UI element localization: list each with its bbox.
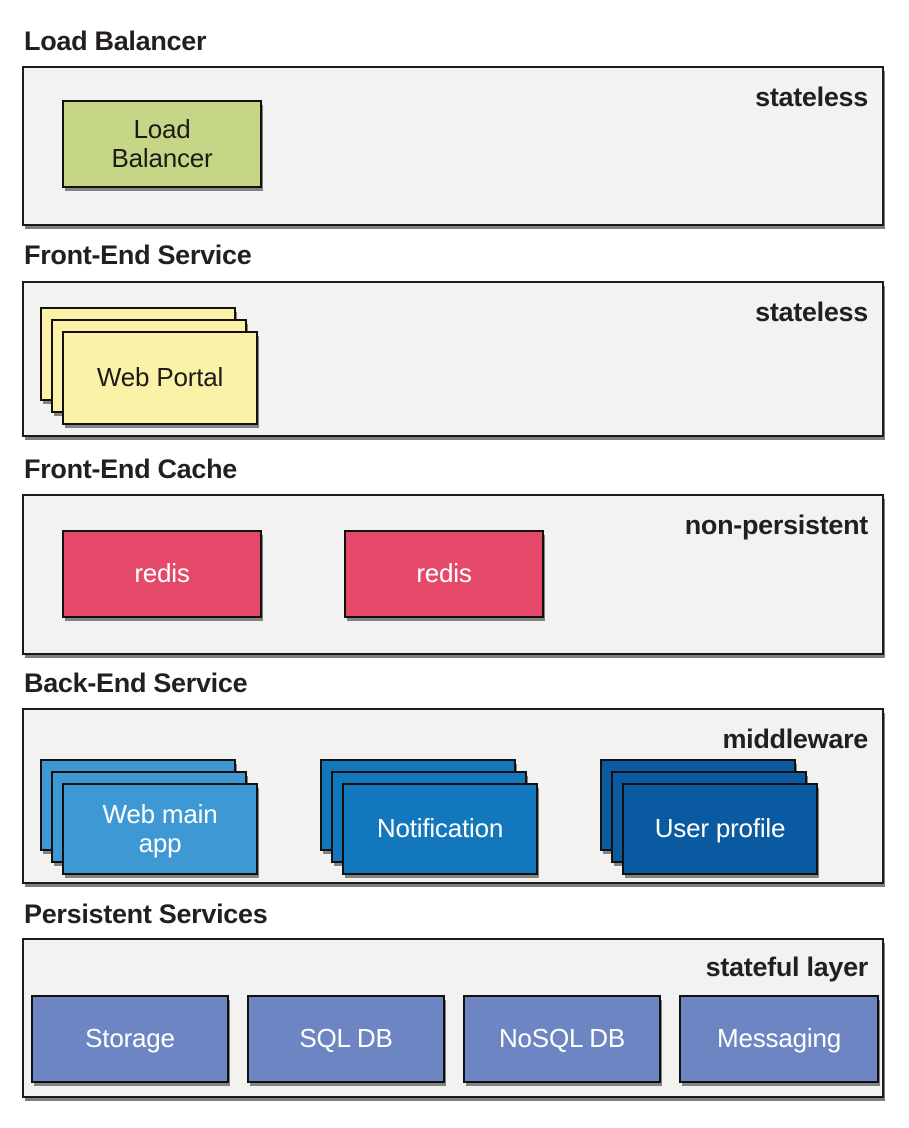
- node-messaging: Messaging: [679, 995, 879, 1083]
- node-redis-2: redis: [344, 530, 544, 618]
- node-web-main-app: Web main app: [62, 783, 258, 875]
- node-nosql-db: NoSQL DB: [463, 995, 661, 1083]
- node-user-profile: User profile: [622, 783, 818, 875]
- node-label: redis: [134, 558, 190, 589]
- node-sql-db: SQL DB: [247, 995, 445, 1083]
- section-title-front-end-service: Front-End Service: [24, 240, 252, 270]
- annotation-stateful-layer: stateful layer: [705, 952, 869, 982]
- annotation-middleware: middleware: [722, 724, 868, 754]
- node-label: Storage: [85, 1023, 175, 1054]
- section-title-load-balancer: Load Balancer: [24, 26, 207, 56]
- node-label: SQL DB: [299, 1023, 393, 1054]
- annotation-stateless-1: stateless: [755, 82, 868, 112]
- node-label: User profile: [654, 813, 786, 844]
- node-load-balancer: Load Balancer: [62, 100, 262, 188]
- annotation-non-persistent: non-persistent: [684, 510, 869, 540]
- annotation-stateless-2: stateless: [755, 297, 868, 327]
- node-web-portal: Web Portal: [62, 331, 258, 425]
- section-title-persistent-services: Persistent Services: [24, 899, 268, 929]
- node-label: Load Balancer: [111, 113, 213, 173]
- node-label: NoSQL DB: [498, 1023, 626, 1054]
- node-label: Web Portal: [96, 362, 224, 393]
- section-title-back-end-service: Back-End Service: [24, 668, 248, 698]
- node-notification: Notification: [342, 783, 538, 875]
- section-title-front-end-cache: Front-End Cache: [24, 454, 238, 484]
- node-label: redis: [416, 558, 472, 589]
- node-label: Web main app: [102, 798, 218, 858]
- node-storage: Storage: [31, 995, 229, 1083]
- node-label: Notification: [376, 813, 504, 844]
- node-redis-1: redis: [62, 530, 262, 618]
- node-label: Messaging: [717, 1023, 841, 1054]
